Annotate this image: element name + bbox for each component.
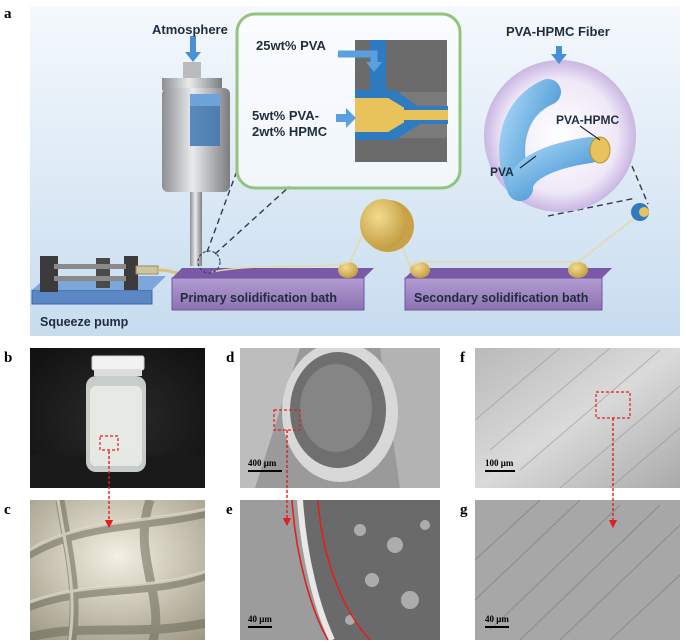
- panel-b-letter: b: [4, 350, 12, 366]
- transfer-roller: [360, 199, 414, 252]
- panel-e-letter: e: [226, 502, 233, 518]
- panel-a: a Atmosphere 25wt% PVA 5wt% PVA- 2wt% HP…: [4, 6, 680, 336]
- secondary-bath: [404, 262, 612, 311]
- atmosphere-label: Atmosphere: [152, 22, 228, 37]
- primary-bath-label: Primary solidification bath: [180, 291, 337, 305]
- panel-e: 40 μm e: [226, 500, 440, 640]
- pva-25-label: 25wt% PVA: [256, 38, 326, 53]
- panel-f: 100 μm f: [460, 348, 680, 488]
- pump-label: Squeeze pump: [40, 315, 129, 329]
- fiber-bubble: [484, 46, 649, 217]
- pva-5-label-line1: 5wt% PVA-: [252, 108, 319, 123]
- panel-c: c: [4, 500, 205, 640]
- scale-bar-f: 100 μm: [485, 458, 514, 468]
- panel-g-letter: g: [460, 502, 468, 518]
- panel-d: 400 μm d: [226, 348, 440, 488]
- panel-d-letter: d: [226, 350, 235, 366]
- fiber-core-label: PVA-HPMC: [556, 113, 619, 127]
- panel-f-letter: f: [460, 350, 466, 366]
- zoom-circle: [197, 250, 221, 274]
- nozzle-inset: [235, 12, 462, 190]
- spinneret-cylinder: [162, 62, 230, 274]
- link-arrows: [104, 418, 618, 529]
- fiber-title-label: PVA-HPMC Fiber: [506, 24, 610, 39]
- fiber-shell-label: PVA: [490, 165, 514, 179]
- scale-bar-g: 40 μm: [485, 614, 509, 624]
- panel-g: 40 μm g: [460, 500, 680, 640]
- fiber-path: [211, 213, 641, 273]
- scale-bar-d: 400 μm: [248, 458, 277, 468]
- pva-5-label-line2: 2wt% HPMC: [252, 124, 328, 139]
- squeeze-pump: [31, 256, 183, 305]
- secondary-bath-label: Secondary solidification bath: [414, 291, 588, 305]
- panel-a-letter: a: [4, 6, 12, 22]
- panel-c-letter: c: [4, 502, 11, 518]
- scale-bar-e: 40 μm: [248, 614, 272, 624]
- panel-b: b: [4, 348, 205, 488]
- fiber-end-icon: [631, 203, 649, 221]
